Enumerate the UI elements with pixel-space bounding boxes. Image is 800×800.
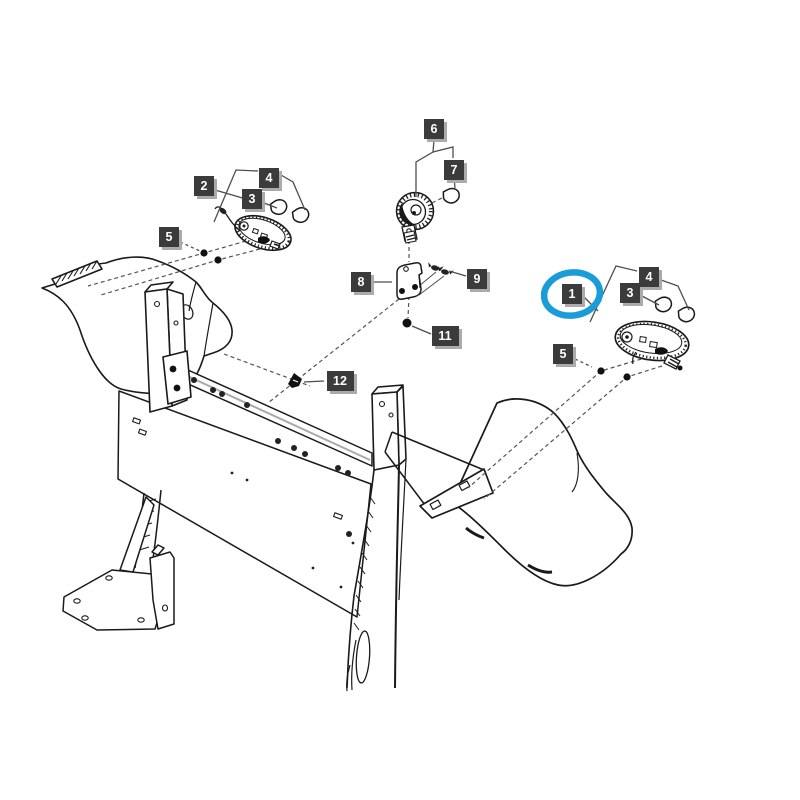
left-lamp-housing	[214, 206, 292, 252]
left-fender-mount-strip	[51, 260, 103, 288]
right-lamp-housing	[614, 320, 690, 371]
left-post	[144, 281, 192, 413]
bulbs	[269, 187, 696, 323]
callout-2[interactable]: 2	[194, 176, 214, 196]
left-fender	[41, 256, 233, 395]
mount-bolt	[402, 318, 412, 328]
callout-5-left[interactable]: 5	[159, 227, 179, 247]
callout-7[interactable]: 7	[444, 160, 464, 180]
callout-3-right[interactable]: 3	[620, 283, 640, 303]
right-fender	[384, 398, 633, 587]
headlamp	[395, 191, 435, 244]
right-post	[346, 384, 407, 692]
mount-screws	[200, 249, 631, 381]
wing-nuts	[428, 262, 454, 275]
mount-bracket	[396, 262, 423, 300]
highlight-ring	[540, 269, 604, 319]
left-leg-foot	[62, 489, 175, 631]
callout-3-left[interactable]: 3	[242, 189, 262, 209]
callout-12[interactable]: 12	[326, 371, 354, 391]
frame-bolts	[191, 377, 351, 476]
callout-11[interactable]: 11	[431, 326, 459, 346]
frame-panel	[117, 390, 372, 618]
callout-4-left[interactable]: 4	[259, 168, 279, 188]
frame-clip	[288, 373, 302, 388]
callout-5-right[interactable]: 5	[553, 344, 573, 364]
callout-1[interactable]: 1	[562, 284, 582, 304]
callout-8[interactable]: 8	[351, 272, 371, 292]
callout-9[interactable]: 9	[467, 269, 487, 289]
callout-4-right[interactable]: 4	[639, 267, 659, 287]
callout-6[interactable]: 6	[424, 119, 444, 139]
